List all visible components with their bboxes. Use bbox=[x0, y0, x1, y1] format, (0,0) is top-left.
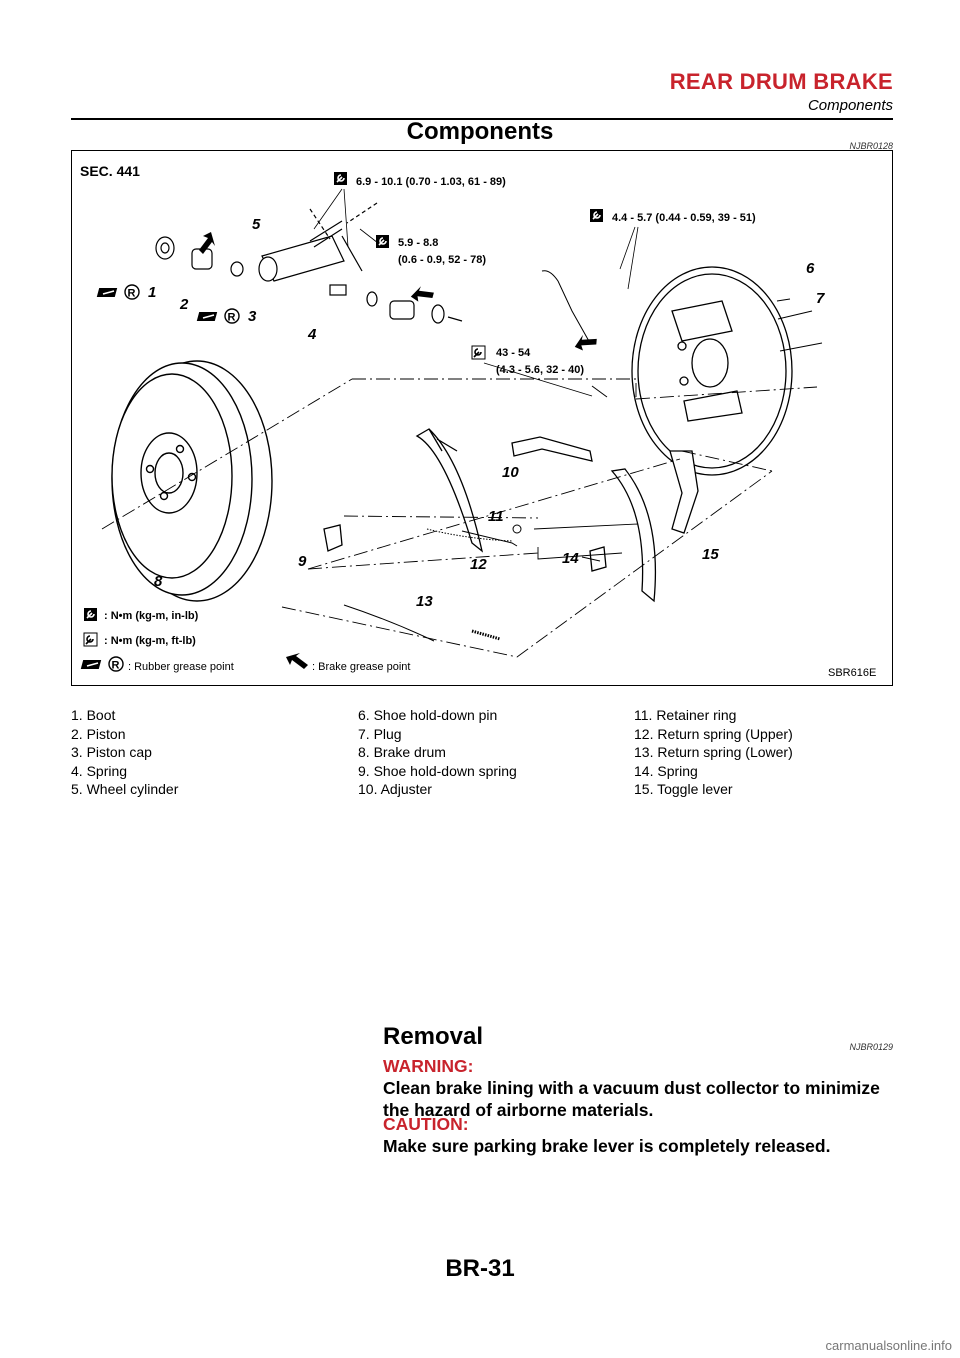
list-item: 2. Piston bbox=[71, 725, 126, 742]
torque-label-4b: (4.3 - 5.6, 32 - 40) bbox=[496, 364, 584, 376]
removal-title: Removal bbox=[383, 1023, 484, 1050]
chapter-title: REAR DRUM BRAKE bbox=[669, 69, 893, 94]
list-item: 13. Return spring (Lower) bbox=[634, 744, 793, 761]
chapter-subtitle: Components bbox=[807, 97, 893, 114]
parts-column-2: 6. Shoe hold-down pin 7. Plug 8. Brake d… bbox=[358, 706, 517, 799]
callout-1: 1 bbox=[148, 284, 156, 301]
legend-nm-ftlb: : N•m (kg-m, ft-lb) bbox=[104, 635, 196, 647]
watermark: carmanualsonline.info bbox=[825, 1338, 952, 1353]
callout-13: 13 bbox=[416, 593, 433, 610]
caution-block: CAUTION: Make sure parking brake lever i… bbox=[383, 1113, 898, 1157]
callout-6: 6 bbox=[806, 260, 815, 277]
list-item: 4. Spring bbox=[71, 762, 128, 779]
components-diagram: SEC. 441 6.9 - 10.1 (0.70 - 1.03, 61 - 8… bbox=[71, 150, 893, 686]
sec-label: SEC. 441 bbox=[80, 163, 140, 179]
list-item: 5. Wheel cylinder bbox=[71, 781, 179, 798]
list-item: 14. Spring bbox=[634, 762, 698, 779]
callout-4: 4 bbox=[307, 326, 317, 343]
callout-5: 5 bbox=[252, 216, 261, 233]
torque-label-1: 6.9 - 10.1 (0.70 - 1.03, 61 - 89) bbox=[356, 176, 506, 188]
page-number: BR-31 bbox=[445, 1255, 515, 1282]
warning-text: Clean brake lining with a vacuum dust co… bbox=[383, 1078, 880, 1120]
legend-rubber-grease: : Rubber grease point bbox=[128, 661, 234, 673]
removal-code: NJBR0129 bbox=[849, 1042, 893, 1052]
caution-label: CAUTION: bbox=[383, 1114, 469, 1134]
grease-r-2: R bbox=[228, 312, 236, 324]
callout-7: 7 bbox=[816, 290, 825, 307]
list-item: 10. Adjuster bbox=[358, 781, 432, 798]
callout-11: 11 bbox=[488, 508, 504, 525]
callout-2: 2 bbox=[179, 296, 189, 313]
callout-10: 10 bbox=[502, 464, 519, 481]
callout-12: 12 bbox=[470, 556, 487, 573]
callout-8: 8 bbox=[154, 573, 163, 590]
list-item: 8. Brake drum bbox=[358, 744, 446, 761]
components-code: NJBR0128 bbox=[849, 141, 893, 151]
list-item: 12. Return spring (Upper) bbox=[634, 725, 793, 742]
components-title: Components bbox=[406, 118, 554, 145]
callout-9: 9 bbox=[298, 553, 307, 570]
warning-block: WARNING: Clean brake lining with a vacuu… bbox=[383, 1055, 898, 1121]
grease-r-legend: R bbox=[112, 660, 120, 672]
callout-14: 14 bbox=[562, 550, 579, 567]
torque-label-3: 4.4 - 5.7 (0.44 - 0.59, 39 - 51) bbox=[612, 212, 756, 224]
callout-15: 15 bbox=[702, 546, 719, 563]
legend-brake-grease: : Brake grease point bbox=[312, 661, 410, 673]
list-item: 15. Toggle lever bbox=[634, 781, 733, 798]
figure-id: SBR616E bbox=[828, 667, 876, 679]
torque-label-2b: (0.6 - 0.9, 52 - 78) bbox=[398, 254, 486, 266]
caution-text: Make sure parking brake lever is complet… bbox=[383, 1136, 831, 1156]
legend-nm-inlb: : N•m (kg-m, in-lb) bbox=[104, 610, 199, 622]
warning-label: WARNING: bbox=[383, 1056, 474, 1076]
list-item: 6. Shoe hold-down pin bbox=[358, 707, 498, 723]
header-rule bbox=[71, 118, 893, 120]
list-item: 3. Piston cap bbox=[71, 744, 152, 761]
list-item: 11. Retainer ring bbox=[634, 707, 737, 723]
list-item: 7. Plug bbox=[358, 725, 402, 742]
list-item: 1. Boot bbox=[71, 707, 116, 723]
list-item: 9. Shoe hold-down spring bbox=[358, 762, 517, 779]
grease-r-1: R bbox=[128, 288, 136, 300]
parts-column-3: 11. Retainer ring 12. Return spring (Upp… bbox=[634, 706, 793, 799]
torque-label-2a: 5.9 - 8.8 bbox=[398, 237, 438, 249]
callout-3: 3 bbox=[248, 308, 257, 325]
parts-column-1: 1. Boot 2. Piston 3. Piston cap 4. Sprin… bbox=[71, 706, 178, 799]
torque-label-4a: 43 - 54 bbox=[496, 347, 531, 359]
